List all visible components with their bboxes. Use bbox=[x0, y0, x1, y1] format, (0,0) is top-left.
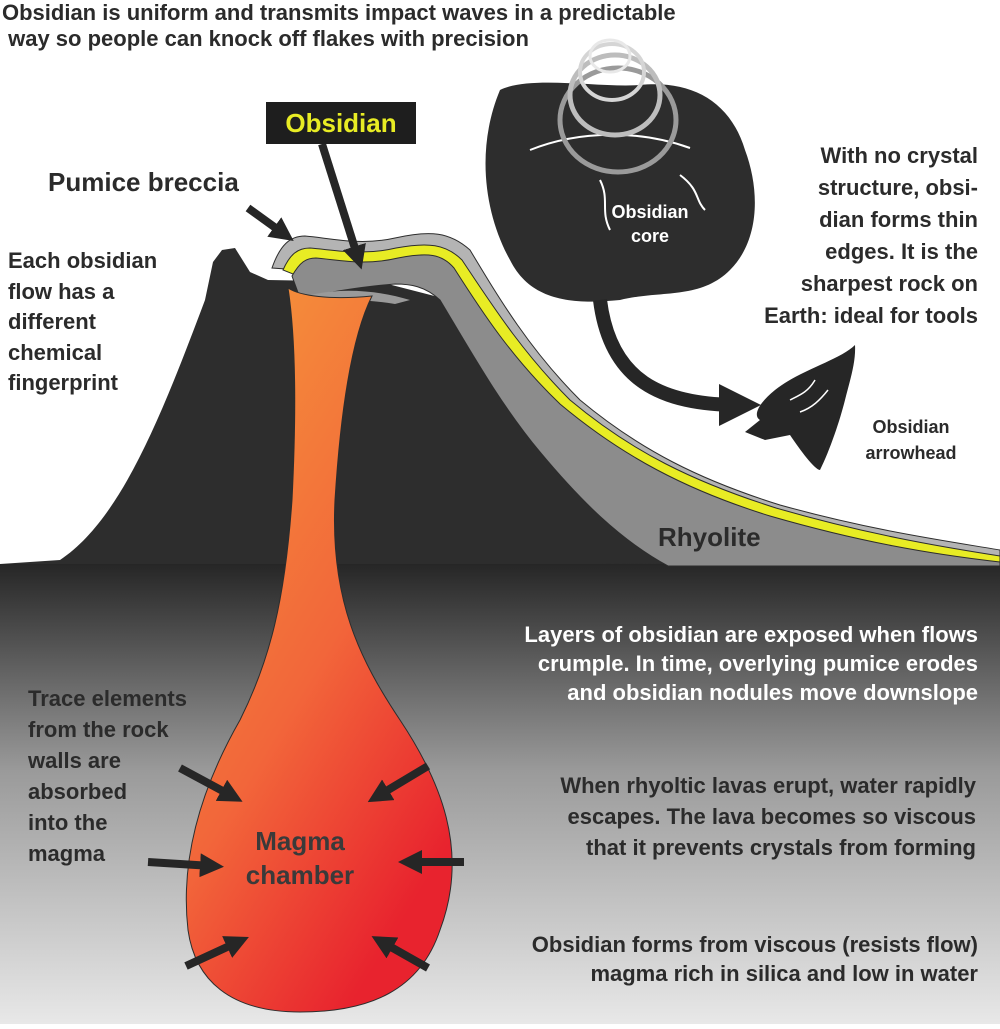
note-line: Each obsidian bbox=[8, 248, 158, 273]
note-line: fingerprint bbox=[8, 370, 118, 395]
fingerprint-note: Each obsidian flow has a different chemi… bbox=[8, 246, 157, 399]
arrowhead-icon bbox=[745, 345, 856, 470]
note-line: flow has a bbox=[8, 278, 115, 304]
pointer-arrows bbox=[147, 142, 464, 972]
crystal-note: With no crystal structure, obsi- dian fo… bbox=[764, 140, 978, 332]
obsidian-core-label: Obsidian core bbox=[611, 202, 689, 246]
trace-note: Trace elements from the rock walls are a… bbox=[28, 686, 187, 866]
note-line: edges. It is the bbox=[825, 239, 978, 264]
arrow-icon bbox=[318, 142, 366, 270]
arrow-icon bbox=[371, 936, 430, 972]
pumice-breccia-label: Pumice breccia bbox=[48, 167, 239, 197]
obsidian-tag-label: Obsidian bbox=[285, 107, 397, 138]
arrowhead-scars bbox=[789, 379, 829, 413]
note-line: sharpest rock on bbox=[800, 271, 978, 296]
note-line: different bbox=[8, 309, 96, 334]
volcano-body bbox=[0, 248, 1000, 564]
note-line: With no crystal bbox=[820, 143, 979, 168]
note-line: structure, obsi- bbox=[817, 175, 978, 200]
title-line: Obsidian is uniform and transmits impact… bbox=[2, 0, 676, 25]
rhyolite-layer bbox=[291, 254, 1000, 567]
arrow-icon bbox=[245, 204, 294, 242]
arrow-icon bbox=[367, 762, 431, 803]
note-line: dian forms thin bbox=[819, 207, 978, 232]
viscous-note: Obsidian forms from viscous (resists flo… bbox=[531, 932, 978, 986]
arrow-icon bbox=[147, 853, 224, 878]
obsidian-tag: Obsidian bbox=[266, 102, 416, 144]
obsidian-core-icon bbox=[485, 82, 755, 302]
layers-note: Layers of obsidian are exposed when flow… bbox=[524, 622, 978, 705]
rhyolite-label: Rhyolite bbox=[658, 522, 761, 552]
note-line: Earth: ideal for tools bbox=[764, 303, 978, 328]
arrow-icon bbox=[184, 936, 249, 970]
note-line: chemical bbox=[8, 339, 103, 365]
impact-ripple-icon bbox=[557, 38, 679, 175]
arrow-icon bbox=[178, 764, 243, 802]
rhyolitic-note: When rhyoltic lavas erupt, water rapidly… bbox=[560, 773, 976, 860]
core-to-arrowhead-arrow bbox=[593, 299, 761, 426]
underground-gradient bbox=[0, 564, 1000, 1024]
page-title: Obsidian is uniform and transmits impact… bbox=[2, 0, 676, 52]
magma-chamber-label: Magma chamber bbox=[245, 826, 355, 890]
title-line: way so people can knock off flakes with … bbox=[2, 26, 529, 51]
magma-chamber bbox=[185, 286, 453, 1013]
arrowhead-label: Obsidian arrowhead bbox=[865, 417, 957, 463]
